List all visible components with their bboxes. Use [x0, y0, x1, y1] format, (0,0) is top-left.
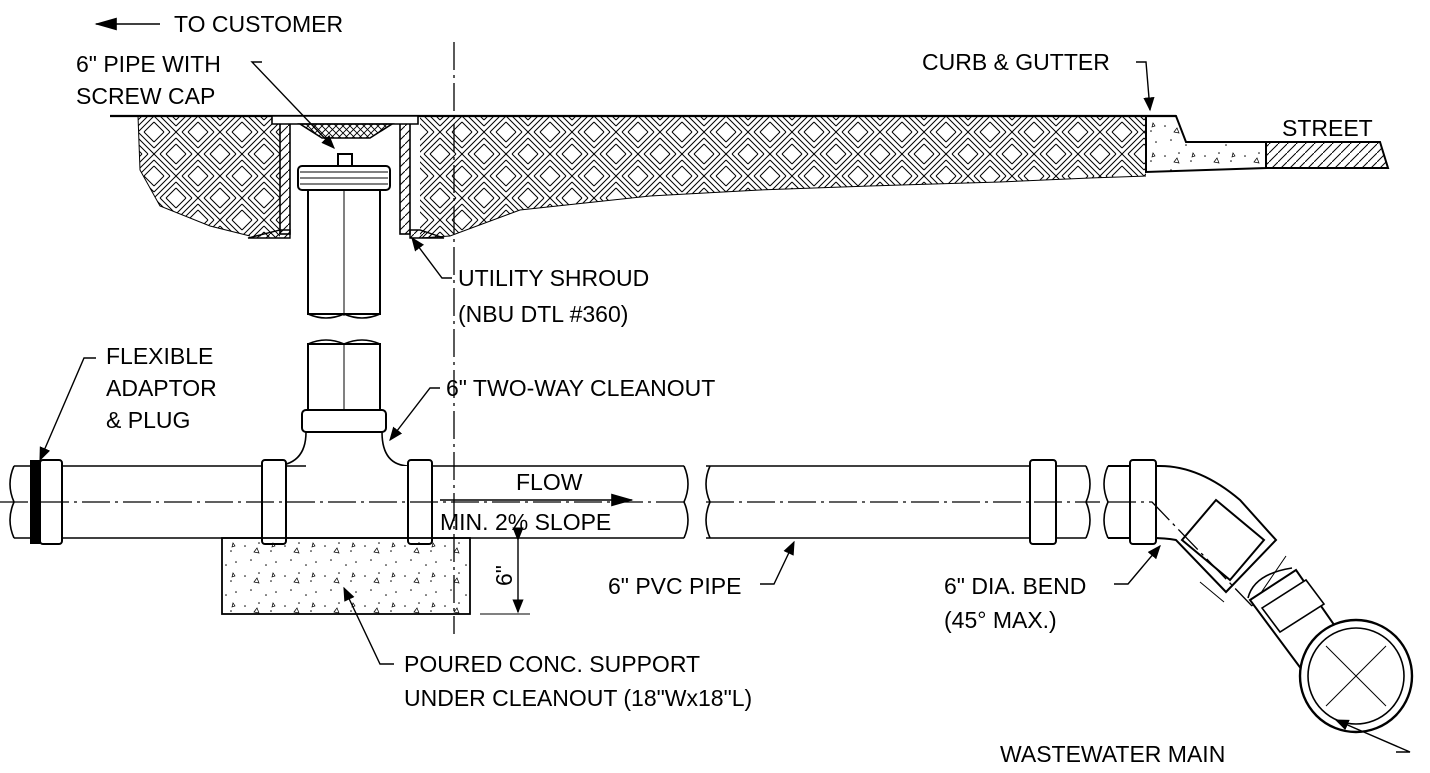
- service-pipe: [0, 459, 1100, 545]
- flexible-label-line2: ADAPTOR: [106, 375, 217, 401]
- cleanout-label: 6" TWO-WAY CLEANOUT: [446, 375, 715, 401]
- shroud-label-line1: UTILITY SHROUD: [458, 265, 649, 291]
- pvc-pipe-label: 6" PVC PIPE: [608, 573, 741, 599]
- cleanout-tee: [271, 339, 411, 467]
- bend-label-line2: (45° MAX.): [944, 607, 1057, 633]
- curb-gutter-label: CURB & GUTTER: [922, 49, 1110, 75]
- to-customer-label: TO CUSTOMER: [174, 11, 343, 37]
- curb-and-street: [1145, 115, 1390, 174]
- slope-label: MIN. 2% SLOPE: [440, 509, 611, 535]
- lid: [297, 123, 395, 139]
- leaders: [39, 17, 1411, 753]
- wastewater-main-label: WASTEWATER MAIN: [1000, 741, 1225, 767]
- dimension-6in: [480, 527, 530, 615]
- shroud-label-line2: (NBU DTL #360): [458, 301, 628, 327]
- bend-label-line1: 6" DIA. BEND: [944, 573, 1086, 599]
- riser-pipe: [297, 153, 391, 319]
- support-label-line1: POURED CONC. SUPPORT: [404, 651, 700, 677]
- dimension-label: 6": [491, 565, 517, 586]
- concrete-support: [221, 537, 471, 615]
- wastewater-main-pipe: [1298, 618, 1414, 734]
- street-label: STREET: [1282, 115, 1373, 141]
- street-pavement: [1265, 141, 1390, 169]
- bend-fitting: [1103, 459, 1287, 607]
- flexible-label-line3: & PLUG: [106, 407, 190, 433]
- support-label-line2: UNDER CLEANOUT (18"Wx18"L): [404, 685, 752, 711]
- pipe-cap-label-line1: 6" PIPE WITH: [76, 51, 221, 77]
- flexible-label-line1: FLEXIBLE: [106, 343, 213, 369]
- soil-section: [110, 114, 1176, 239]
- flow-label: FLOW: [516, 469, 583, 495]
- utility-shroud: [247, 115, 445, 239]
- pipe-cap-label-line2: SCREW CAP: [76, 83, 215, 109]
- curb-gutter: [1145, 115, 1267, 174]
